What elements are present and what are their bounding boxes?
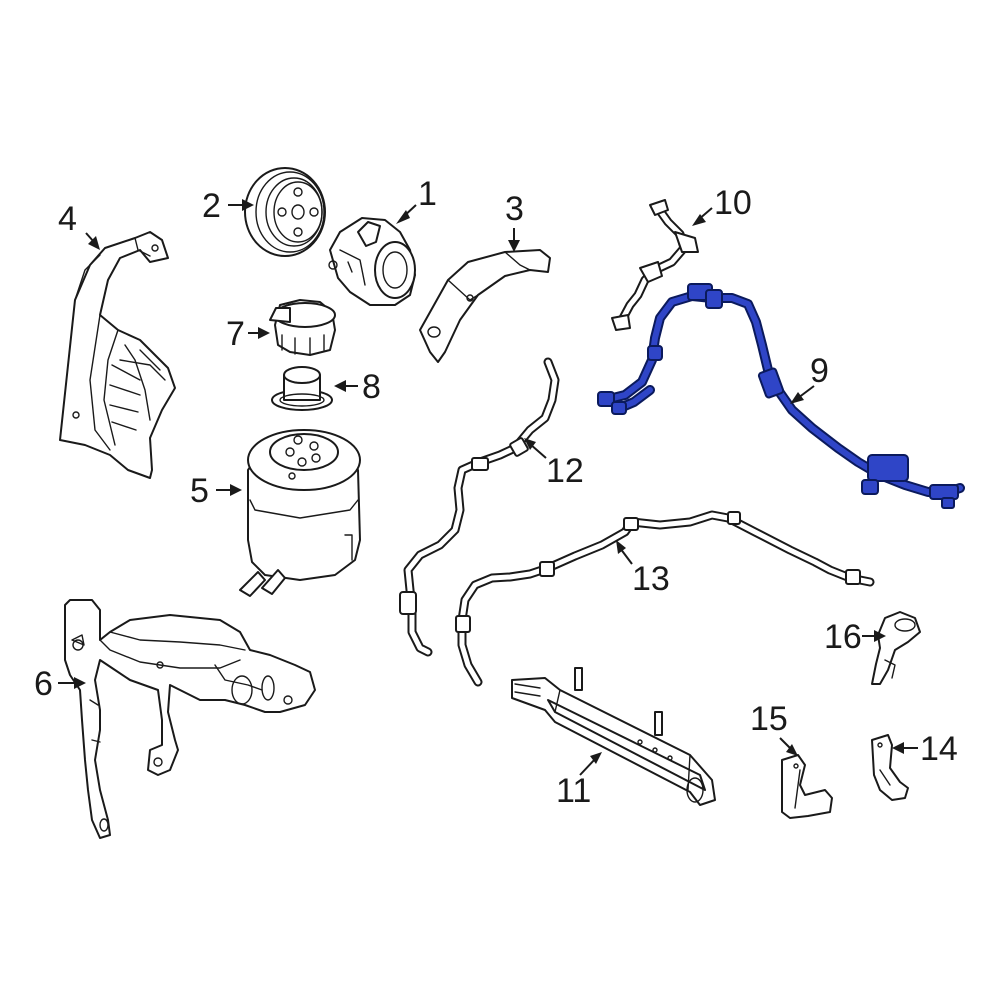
- callout-15: 15: [750, 700, 798, 756]
- callout-3: 3: [505, 190, 524, 252]
- part-2-pulley[interactable]: [244, 167, 326, 257]
- callout-4: 4: [58, 200, 100, 250]
- callout-7: 7: [226, 315, 270, 353]
- svg-text:9: 9: [810, 352, 829, 390]
- part-11-cooler[interactable]: [511, 667, 716, 806]
- part-16-clip[interactable]: [871, 611, 921, 685]
- svg-text:12: 12: [546, 452, 584, 490]
- callout-14: 14: [892, 730, 958, 768]
- part-10-hose[interactable]: [611, 199, 699, 331]
- callout-13: 13: [616, 540, 670, 598]
- callout-10: 10: [692, 184, 752, 226]
- svg-text:3: 3: [505, 190, 524, 228]
- callout-5: 5: [190, 472, 242, 510]
- svg-text:13: 13: [632, 560, 670, 598]
- callout-8: 8: [334, 368, 381, 406]
- part-8-seal[interactable]: [271, 366, 333, 411]
- svg-text:11: 11: [556, 772, 591, 810]
- svg-text:6: 6: [34, 665, 53, 703]
- callout-6: 6: [34, 665, 86, 703]
- part-6-reservoir-bracket[interactable]: [64, 599, 316, 839]
- part-15-bracket[interactable]: [781, 754, 833, 819]
- svg-text:1: 1: [418, 175, 437, 213]
- part-5-reservoir[interactable]: [239, 429, 361, 597]
- svg-text:14: 14: [920, 730, 958, 768]
- part-14-bracket[interactable]: [871, 734, 909, 801]
- callout-12: 12: [524, 438, 584, 490]
- callout-2: 2: [202, 187, 254, 225]
- svg-text:15: 15: [750, 700, 788, 738]
- svg-text:4: 4: [58, 200, 77, 238]
- part-1-power-steering-pump[interactable]: [328, 217, 416, 306]
- svg-text:16: 16: [824, 618, 862, 656]
- part-4-heat-shield[interactable]: [59, 231, 176, 479]
- svg-text:5: 5: [190, 472, 209, 510]
- callout-1: 1: [396, 175, 437, 224]
- part-7-reservoir-cap[interactable]: [269, 299, 336, 356]
- callout-9: 9: [790, 352, 829, 404]
- callout-16: 16: [824, 618, 886, 656]
- part-13-line[interactable]: [455, 510, 875, 687]
- part-12-line[interactable]: [399, 357, 560, 657]
- part-9-pressure-hose[interactable]: [597, 283, 965, 509]
- callout-11: 11: [556, 752, 602, 810]
- part-3-bracket[interactable]: [419, 249, 551, 363]
- svg-text:8: 8: [362, 368, 381, 406]
- svg-text:7: 7: [226, 315, 245, 353]
- svg-text:2: 2: [202, 187, 221, 225]
- svg-text:10: 10: [714, 184, 752, 222]
